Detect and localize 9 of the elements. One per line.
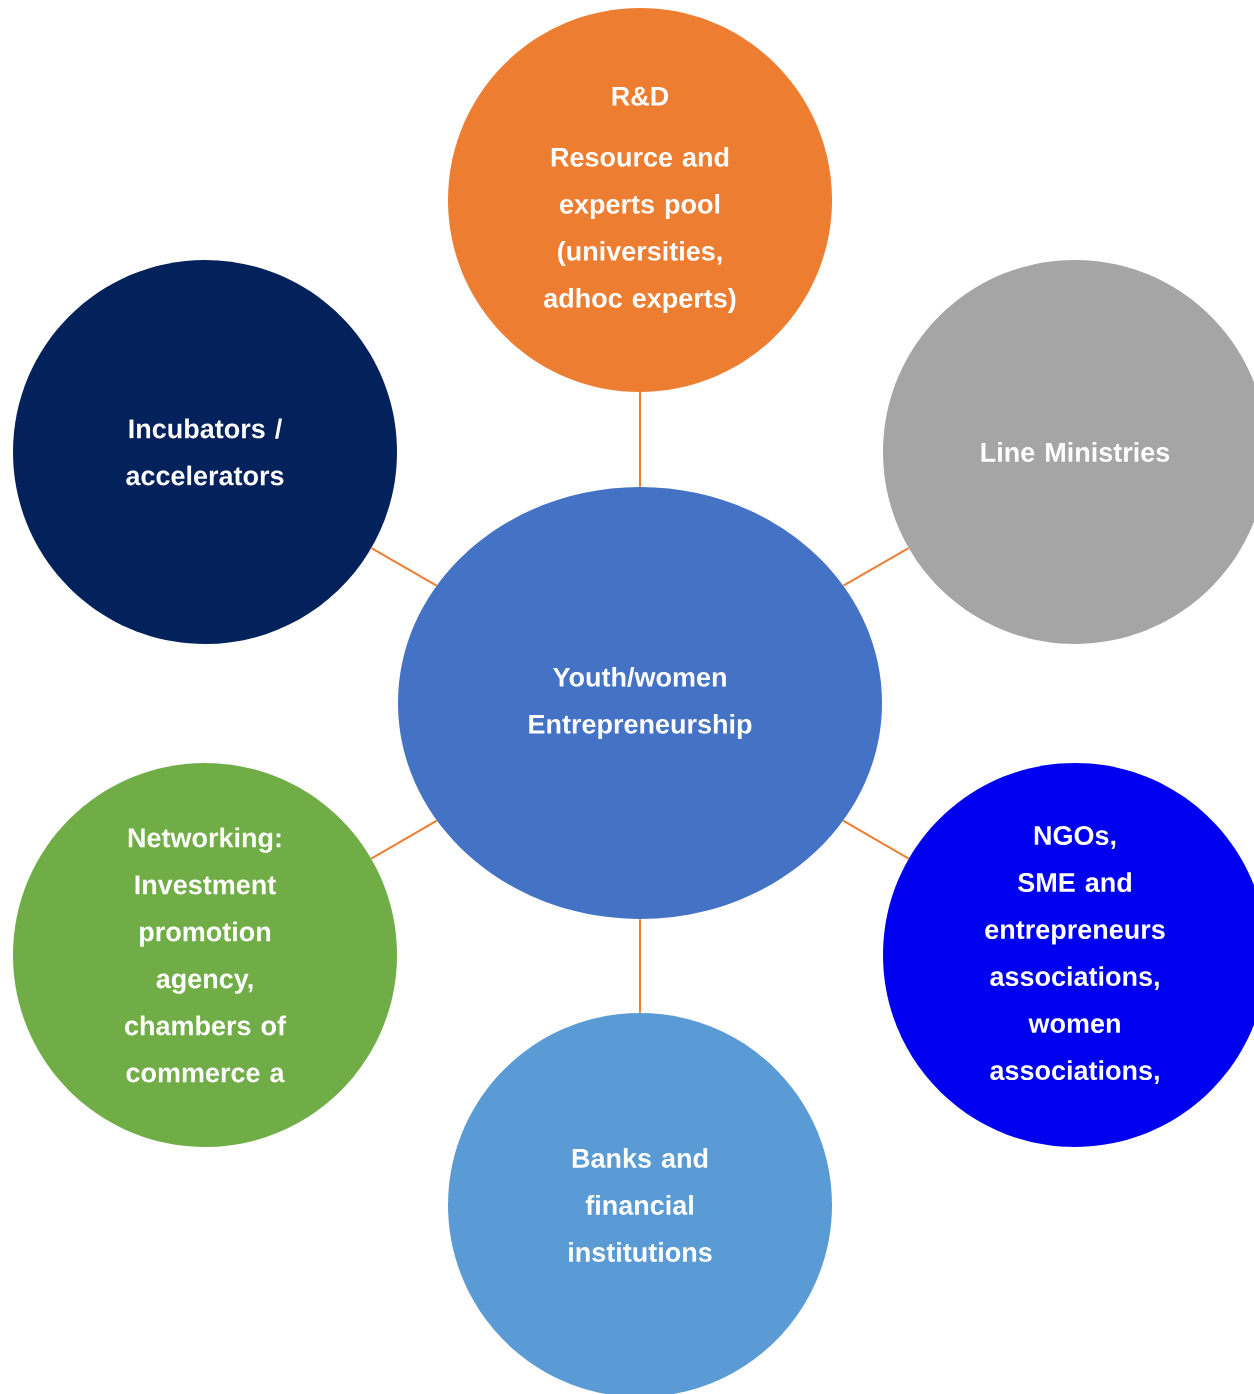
- connector-line: [842, 819, 910, 860]
- connector-line: [370, 547, 438, 587]
- connector-line: [639, 918, 641, 1014]
- connector-line: [370, 819, 438, 860]
- circle-node: Incubators / accelerators: [13, 260, 397, 644]
- connector-line: [639, 391, 641, 488]
- connector-line: [842, 547, 910, 587]
- circle-node: R&D Resource and experts pool (universities, adhoc experts): [448, 8, 832, 392]
- circle-node: Networking: Investment promotion agency, chambers of commerce a: [13, 763, 397, 1147]
